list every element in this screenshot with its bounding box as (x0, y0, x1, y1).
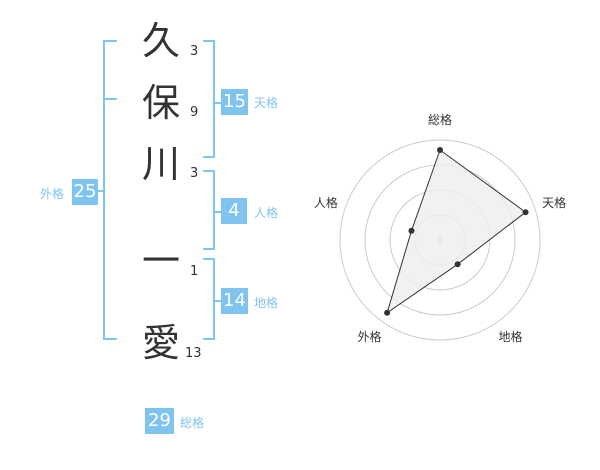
radar-axis-label-1: 天格 (542, 195, 566, 210)
chikaku-connector (214, 300, 221, 302)
radar-polygon (386, 149, 527, 315)
radar-axis-label-3: 外格 (357, 329, 381, 344)
jinkaku-bracket-bottom (203, 248, 215, 250)
tenkaku-label: 天格 (254, 96, 279, 110)
radar-axis-label-0: 総格 (428, 112, 452, 127)
gaikaku-badge: 25 (72, 179, 98, 205)
chikaku-bracket-top (203, 258, 215, 260)
stroke-count-3: 3 (190, 166, 199, 181)
gaikaku-label: 外格 (40, 187, 65, 201)
chikaku-badge: 14 (221, 288, 248, 314)
gaikaku-bracket-mid (103, 98, 117, 100)
soukaku-label: 総格 (180, 416, 205, 430)
radar-axis-label-4: 人格 (314, 195, 338, 210)
jinkaku-label: 人格 (254, 206, 279, 220)
name-char-5: 愛 (141, 321, 180, 365)
jinkaku-connector (214, 211, 221, 213)
radar-points (384, 147, 529, 316)
radar-point-0 (437, 147, 443, 153)
tenkaku-bracket-top (203, 40, 215, 42)
tenkaku-badge: 15 (221, 89, 248, 115)
chikaku-label: 地格 (254, 296, 279, 310)
radar-point-4 (408, 227, 415, 234)
chikaku-bracket-bottom (203, 338, 215, 340)
name-char-4: 一 (141, 239, 180, 283)
radar-point-2 (454, 261, 461, 268)
gaikaku-bracket (103, 40, 105, 340)
tenkaku-bracket-bottom (203, 156, 215, 158)
stroke-count-2: 9 (190, 105, 199, 120)
jinkaku-bracket-top (203, 170, 215, 172)
name-char-1: 久 (141, 19, 180, 63)
jinkaku-bracket (213, 170, 215, 250)
gaikaku-connector (98, 190, 104, 192)
soukaku-badge: 29 (145, 408, 174, 434)
chikaku-bracket (213, 258, 215, 340)
name-char-3: 川 (141, 142, 180, 186)
radar-point-3 (384, 309, 391, 316)
tenkaku-connector (214, 102, 221, 104)
gaikaku-bracket-bottom (103, 338, 117, 340)
stroke-count-4: 1 (190, 264, 199, 279)
radar-axis-label-2: 地格 (498, 329, 522, 344)
radar-point-1 (522, 209, 529, 216)
gaikaku-bracket-top (103, 40, 117, 42)
radar-ring-4 (339, 139, 541, 341)
stroke-count-5: 13 (185, 346, 202, 361)
name-char-2: 保 (141, 81, 180, 125)
stroke-count-1: 3 (190, 44, 199, 59)
jinkaku-badge: 4 (221, 198, 247, 224)
tenkaku-bracket (213, 40, 215, 158)
